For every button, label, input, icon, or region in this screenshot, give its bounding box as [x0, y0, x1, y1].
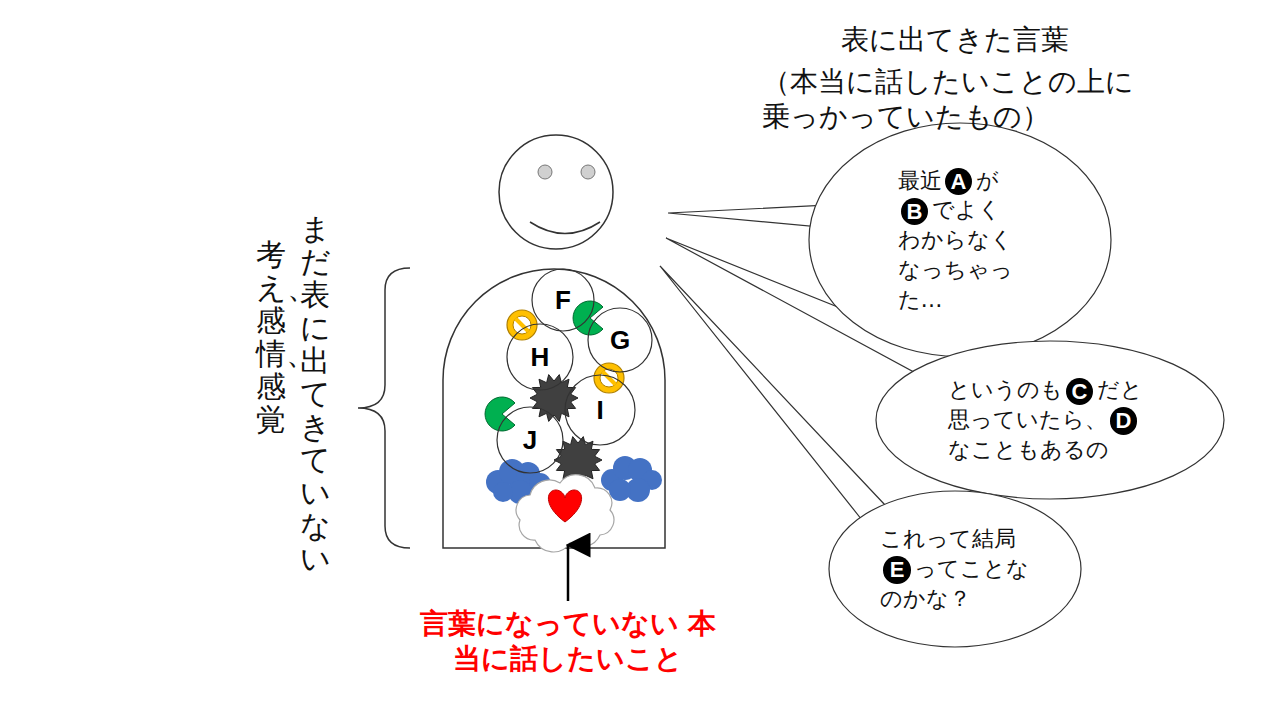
heading-label: 表に出てきた言葉	[825, 22, 1085, 57]
callout-letter: C	[1066, 378, 1094, 406]
node-text: J	[523, 427, 537, 453]
brace	[358, 268, 410, 548]
heart	[548, 490, 581, 522]
speech-tail	[668, 205, 832, 228]
node-text: G	[610, 327, 630, 353]
circle-shape	[497, 407, 563, 473]
callout-letter: D	[1110, 407, 1138, 435]
speech-bubble: というのもCだと思っていたら、Dなこともあるの	[875, 340, 1225, 500]
vertical-label: 考え、感情、感覚	[256, 238, 286, 436]
bubble-text: なこともあるの	[948, 437, 1109, 462]
node-text: というのもCだと思っていたら、Dなこともあるの	[948, 375, 1153, 464]
bubble-text: が	[976, 168, 999, 193]
smile	[530, 222, 600, 234]
highlight-label: 言葉になっていない 本当に話したいこと	[418, 606, 718, 676]
bubble-text: これって結局	[880, 526, 1016, 551]
node-text: 最近AがBでよくわからなくなっちゃった…	[898, 166, 1023, 315]
circle-letter: H	[531, 342, 550, 372]
node-text: F	[555, 287, 571, 313]
bubble-text: 最近	[898, 168, 942, 193]
thought-circle: H	[506, 323, 574, 391]
circle-shape	[565, 375, 635, 445]
thought-circle: G	[587, 307, 653, 373]
thought-circle: J	[496, 406, 564, 474]
bubble-text: というのも	[948, 377, 1063, 402]
circle-letter: F	[555, 285, 571, 315]
thought-circle: F	[531, 268, 595, 332]
head	[499, 135, 613, 249]
circle-letter: J	[523, 425, 537, 455]
ellipse-shape	[876, 341, 1224, 499]
heading-label: （本当に話したいことの上に 乗っかっていたもの）	[762, 64, 1147, 134]
ellipse-shape	[809, 123, 1111, 356]
circle-letter: I	[596, 395, 603, 425]
ellipse-shape	[829, 491, 1081, 647]
speech-bubble: これって結局Eってことなのかな？	[828, 490, 1082, 648]
node-text: H	[531, 344, 550, 370]
white-cloud	[516, 475, 614, 552]
no-symbol	[594, 363, 624, 393]
thought-circle: I	[564, 374, 636, 446]
node-text: これって結局Eってことなのかな？	[880, 524, 1030, 613]
callout-letter: A	[945, 168, 973, 196]
circle-letter: G	[610, 325, 630, 355]
eye	[581, 165, 595, 179]
body	[443, 269, 665, 548]
pointer-arrow	[567, 545, 570, 601]
circle-shape	[532, 269, 594, 331]
callout-letter: B	[901, 198, 929, 226]
callout-letter: E	[883, 556, 911, 584]
spiky-ball	[530, 375, 578, 422]
vertical-label: まだ表に出てきていない	[300, 212, 330, 575]
eye	[538, 165, 552, 179]
circle-shape	[507, 324, 573, 390]
speech-bubble: 最近AがBでよくわからなくなっちゃった…	[808, 122, 1112, 357]
node-text: I	[596, 397, 603, 423]
circle-shape	[588, 308, 652, 372]
